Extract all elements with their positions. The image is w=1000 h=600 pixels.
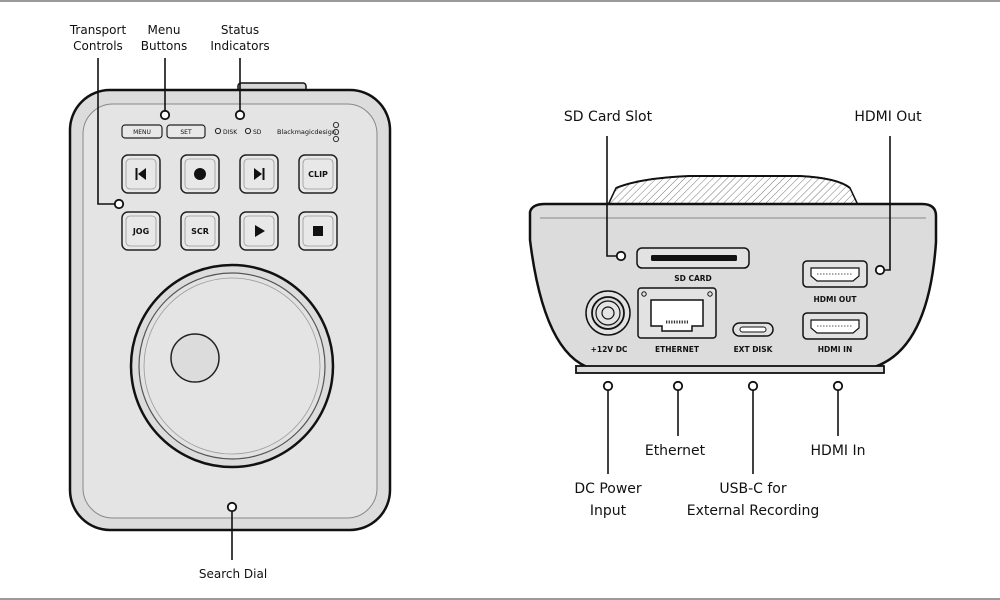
jog-button-label: JOG xyxy=(132,227,149,236)
hdmi-in-port[interactable] xyxy=(802,312,868,340)
callout-menu-buttons-line1: Menu xyxy=(147,23,181,37)
callout-usb-c-line2: External Recording xyxy=(686,503,820,519)
callout-menu-buttons: Menu Buttons xyxy=(132,22,196,54)
callout-menu-buttons-line2: Buttons xyxy=(140,39,188,53)
callout-search-dial: Search Dial xyxy=(198,567,268,581)
usb-c-port[interactable] xyxy=(732,322,774,337)
callout-status-indicators-line2: Indicators xyxy=(210,39,270,53)
menu-button[interactable]: MENU xyxy=(121,124,163,139)
scr-button-label: SCR xyxy=(191,227,209,236)
dial-finger-dimple xyxy=(170,333,220,383)
clip-button[interactable]: CLIP xyxy=(298,154,338,194)
disk-led-icon xyxy=(214,127,222,135)
right-callout-dots xyxy=(602,250,886,392)
record-button[interactable] xyxy=(180,154,220,194)
left-callout-dots xyxy=(113,109,246,513)
callout-usb-c: USB-C for External Recording xyxy=(678,478,828,522)
sd-card-slot[interactable] xyxy=(636,247,750,269)
dc-label: +12V DC xyxy=(591,345,628,354)
menu-button-label: MENU xyxy=(133,129,151,136)
callout-dc-power-line1: DC Power xyxy=(574,481,642,497)
clip-button-label: CLIP xyxy=(308,170,328,179)
right-callout-lines xyxy=(606,136,891,474)
search-dial[interactable] xyxy=(129,263,335,469)
callout-transport-controls-line2: Controls xyxy=(73,39,123,53)
callout-ethernet: Ethernet xyxy=(644,443,706,459)
play-button[interactable] xyxy=(239,211,279,251)
brand-dot-icon xyxy=(332,121,340,129)
disk-indicator-label: DISK xyxy=(223,129,238,136)
set-button-label: SET xyxy=(180,129,192,136)
sd-card-label: SD CARD xyxy=(674,274,712,283)
callout-dc-power-line2: Input xyxy=(589,503,627,519)
set-button[interactable]: SET xyxy=(166,124,206,139)
bottom-rule xyxy=(0,598,1000,600)
brand-dot-icon xyxy=(332,128,340,136)
hdmi-in-label: HDMI IN xyxy=(818,345,852,354)
previous-clip-button[interactable] xyxy=(121,154,161,194)
callout-sd-card-slot: SD Card Slot xyxy=(563,109,653,125)
ethernet-label: ETHERNET xyxy=(655,345,700,354)
callout-status-indicators: Status Indicators xyxy=(200,22,280,54)
brand-logo: Blackmagicdesign xyxy=(277,128,336,136)
stop-icon xyxy=(313,226,323,236)
jog-button[interactable]: JOG xyxy=(121,211,161,251)
right-device: SD CARD HDMI OUT +12V DC xyxy=(528,136,938,474)
skip-back-icon xyxy=(135,168,146,180)
sd-indicator-label: SD xyxy=(253,129,262,136)
sd-led-icon xyxy=(244,127,252,135)
left-device: MENU SET DISK SD Blackmagicdesign xyxy=(68,58,392,560)
callout-hdmi-in: HDMI In xyxy=(810,443,866,459)
scroll-button[interactable]: SCR xyxy=(180,211,220,251)
left-callout-lines xyxy=(97,58,241,560)
callout-hdmi-out: HDMI Out xyxy=(854,109,922,125)
callout-transport-controls: Transport Controls xyxy=(60,22,136,54)
callout-status-indicators-line1: Status xyxy=(220,23,260,37)
base-foot xyxy=(575,365,885,374)
ext-disk-label: EXT DISK xyxy=(734,345,774,354)
top-rule xyxy=(0,0,1000,2)
hdmi-out-label: HDMI OUT xyxy=(814,295,858,304)
ethernet-port[interactable] xyxy=(637,287,717,339)
skip-forward-icon xyxy=(254,168,265,180)
hdmi-out-port[interactable] xyxy=(802,260,868,288)
dc-power-port[interactable] xyxy=(585,290,631,336)
play-icon xyxy=(255,225,265,237)
stop-button[interactable] xyxy=(298,211,338,251)
callout-transport-controls-line1: Transport xyxy=(69,23,127,37)
brand-dot-icon xyxy=(332,135,340,143)
callout-dc-power-input: DC Power Input xyxy=(560,478,656,522)
next-clip-button[interactable] xyxy=(239,154,279,194)
record-icon xyxy=(194,168,206,180)
callout-usb-c-line1: USB-C for xyxy=(719,481,787,497)
